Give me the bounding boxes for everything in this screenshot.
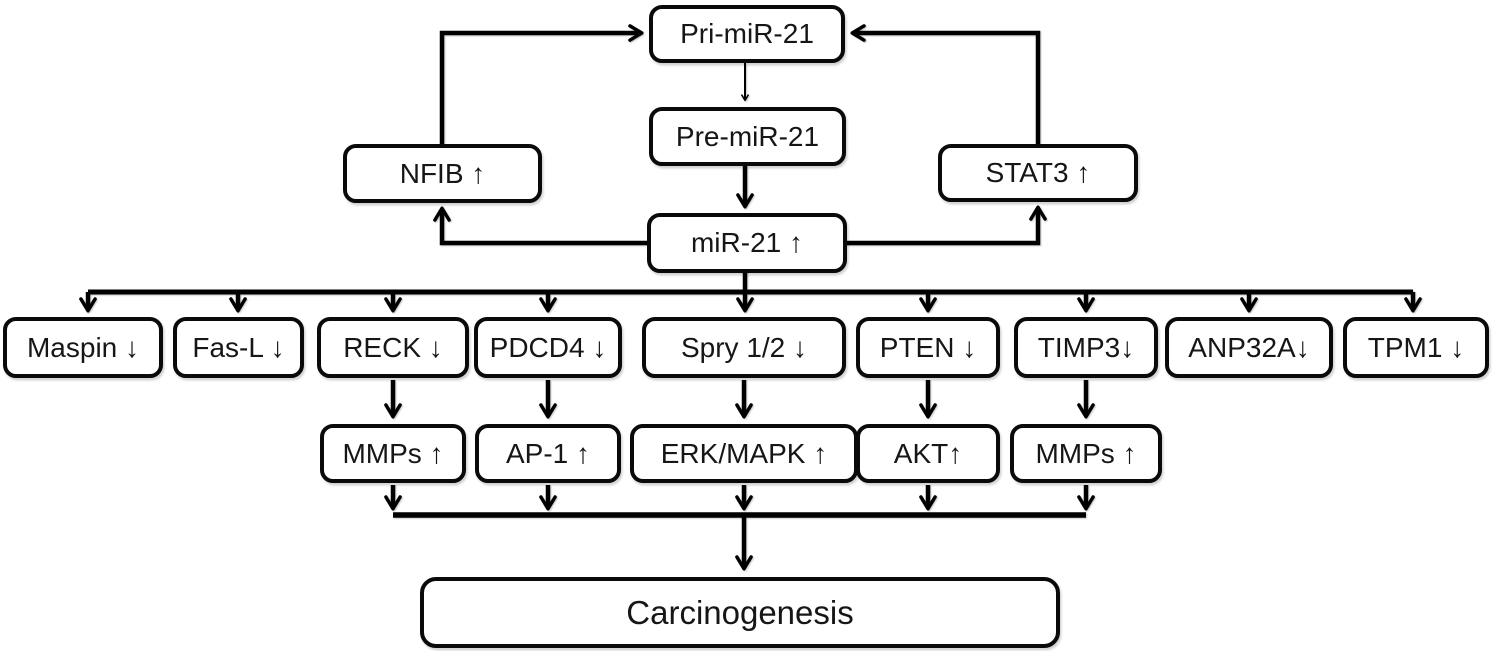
node-spry: Spry 1/2 ↓ <box>642 317 846 378</box>
node-timp3: TIMP3↓ <box>1014 317 1158 378</box>
edge-nfib-to-pri-mir21 <box>439 24 644 146</box>
edge-mir21-to-stat3 <box>845 205 1047 246</box>
node-nfib: NFIB ↑ <box>343 144 542 203</box>
node-mmps-left: MMPs ↑ <box>320 424 466 483</box>
node-mmps-right: MMPs ↑ <box>1010 424 1162 483</box>
node-pri-mir21: Pri-miR-21 <box>649 5 845 63</box>
node-erk-mapk: ERK/MAPK ↑ <box>630 424 858 483</box>
node-akt: AKT↑ <box>856 424 1000 483</box>
node-ap1: AP-1 ↑ <box>475 424 621 483</box>
edge-mir21-to-nfib <box>433 206 649 246</box>
node-reck: RECK ↓ <box>317 317 469 378</box>
node-carcinogenesis: Carcinogenesis <box>420 577 1060 648</box>
node-fasl: Fas-L ↓ <box>173 317 304 378</box>
node-pdcd4: PDCD4 ↓ <box>474 317 622 378</box>
edge-stat3-to-pri-mir21 <box>850 24 1041 146</box>
node-anp32a: ANP32A↓ <box>1165 317 1333 378</box>
node-pten: PTEN ↓ <box>856 317 1000 378</box>
node-maspin: Maspin ↓ <box>3 317 163 378</box>
node-mir21: miR-21 ↑ <box>647 213 847 273</box>
node-tpm1: TPM1 ↓ <box>1343 317 1489 378</box>
node-pre-mir21: Pre-miR-21 <box>649 107 846 166</box>
node-stat3: STAT3 ↑ <box>938 144 1138 202</box>
